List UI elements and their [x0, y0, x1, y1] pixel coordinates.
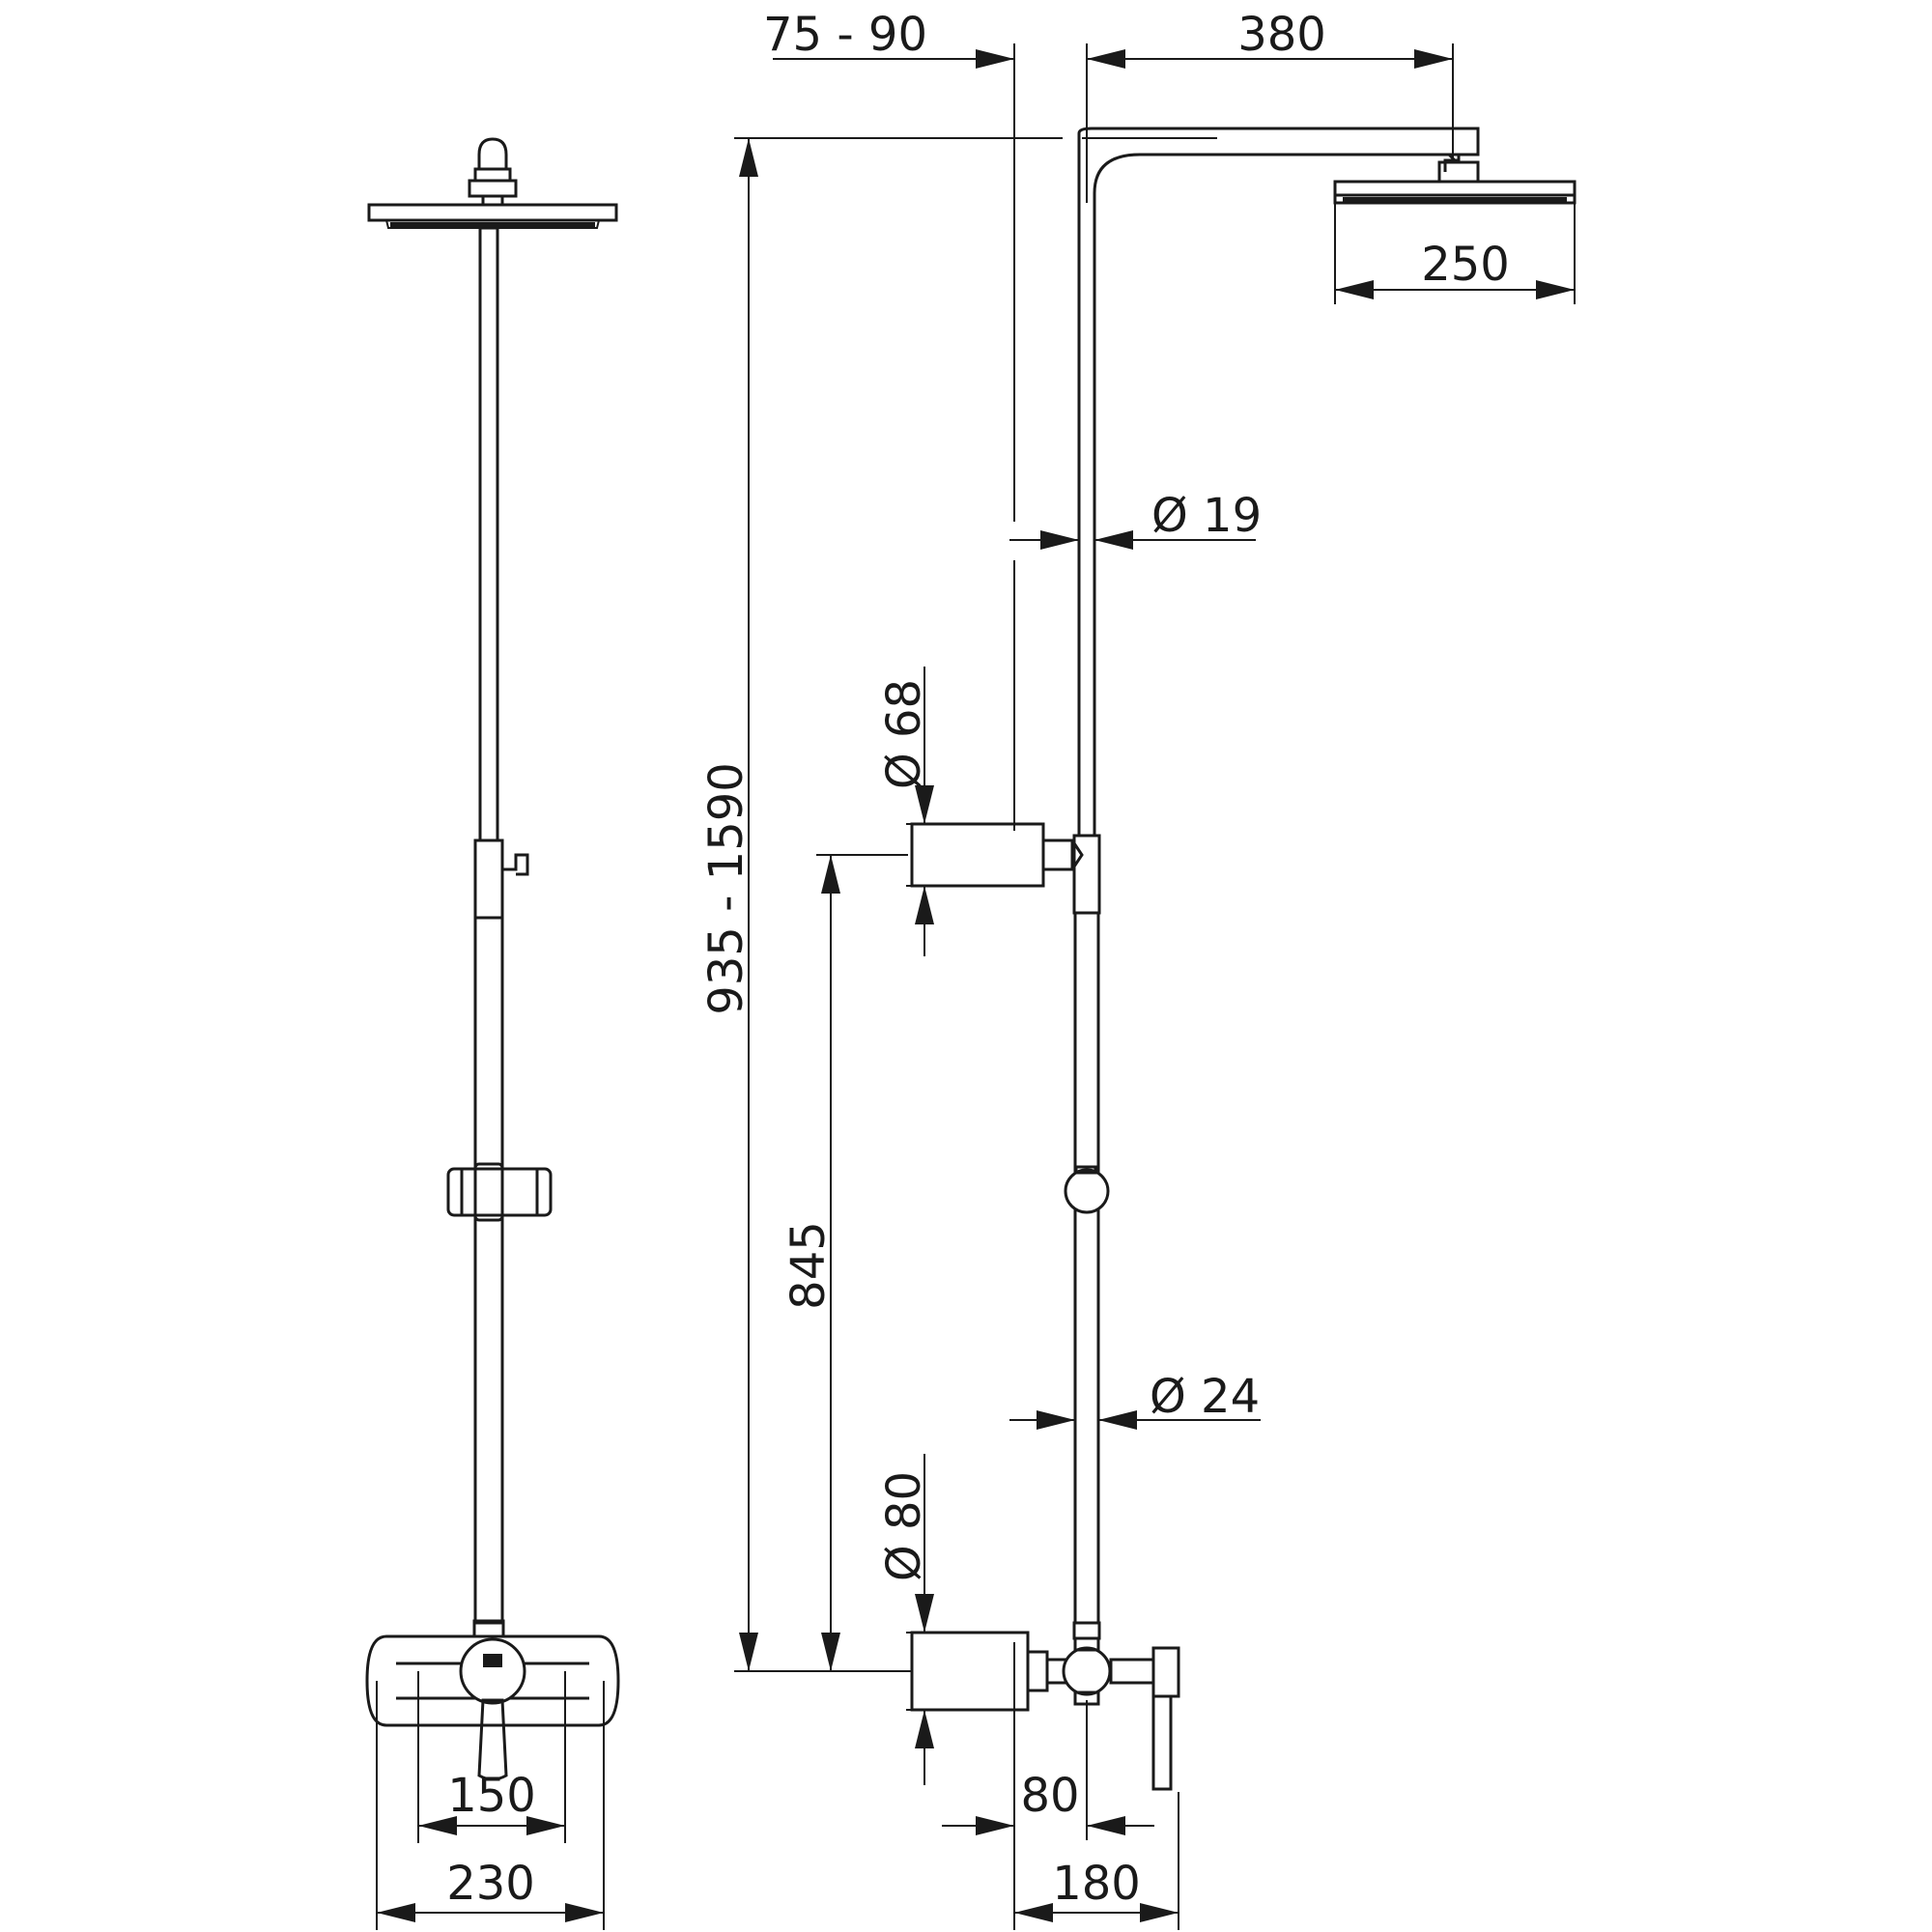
side-depth-label: 180 — [1052, 1857, 1141, 1911]
front-view: 150 230 — [365, 137, 620, 1930]
height-range-label: 935 - 1590 — [699, 762, 753, 1015]
side-wall-holder — [910, 822, 1084, 888]
upper-pipe-diameter-label: Ø 19 — [1151, 489, 1262, 543]
side-mixer — [910, 1621, 1180, 1791]
front-width-label: 230 — [446, 1857, 535, 1911]
front-nozzles — [390, 222, 595, 227]
mixer-diameter-label: Ø 80 — [877, 1471, 931, 1581]
holder-diameter-label: Ø 68 — [877, 679, 931, 789]
side-dimensions: 75 - 90 380 250 Ø 19 Ø 24 Ø 68 — [699, 8, 1576, 1930]
front-hand-shower-holder — [446, 1162, 553, 1222]
side-shower-head — [1333, 160, 1577, 205]
holder-height-label: 845 — [781, 1221, 836, 1310]
wall-offset-label: 75 - 90 — [763, 8, 927, 62]
front-mixer — [365, 1619, 620, 1781]
front-shower-head — [367, 137, 618, 229]
arm-projection-label: 380 — [1237, 8, 1326, 62]
front-dimensions: 150 230 — [376, 1671, 605, 1930]
front-riser-pipe — [473, 226, 529, 1625]
side-view: 75 - 90 380 250 Ø 19 Ø 24 Ø 68 — [699, 8, 1577, 1930]
inlet-spacing-label: 150 — [447, 1769, 536, 1823]
side-column — [1064, 127, 1480, 1623]
lower-pipe-diameter-label: Ø 24 — [1150, 1370, 1260, 1424]
wall-line — [1005, 43, 1217, 831]
head-diameter-label: 250 — [1421, 238, 1510, 292]
mixer-offset-label: 80 — [1020, 1769, 1079, 1823]
